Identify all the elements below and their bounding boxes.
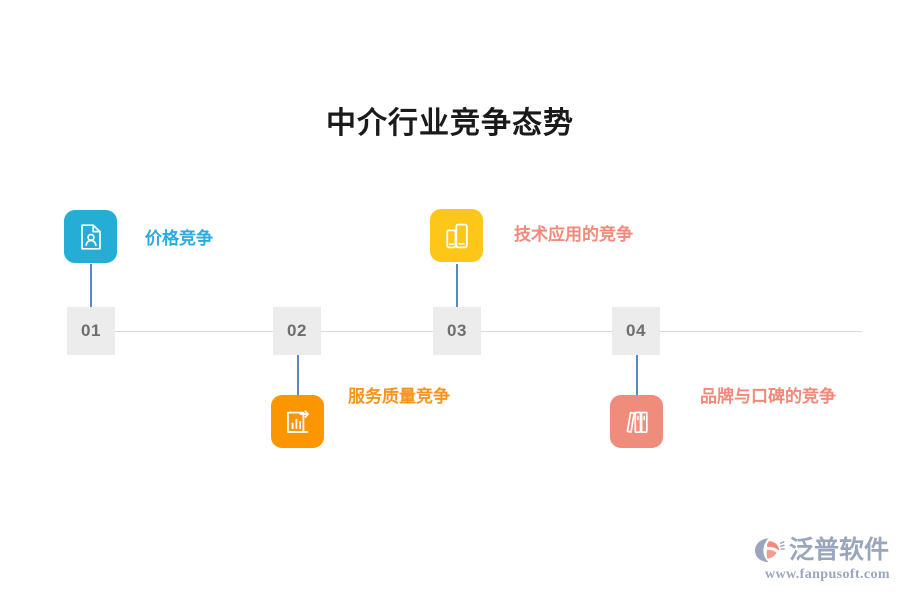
document-person-icon — [76, 222, 106, 252]
watermark-url: www.fanpusoft.com — [764, 567, 890, 582]
timeline-marker-04[interactable]: 04 — [612, 307, 660, 355]
connector-stem-02 — [297, 355, 299, 399]
icon-tile-04[interactable] — [610, 395, 663, 448]
fanpu-logo-icon — [752, 535, 786, 565]
page-title: 中介行业竞争态势 — [326, 107, 574, 140]
icon-tile-01[interactable] — [64, 210, 117, 263]
item-label-04: 品牌与口碑的竞争 — [700, 387, 836, 406]
watermark-row: 泛普软件 — [752, 534, 892, 566]
icon-tile-02[interactable] — [271, 395, 324, 448]
connector-stem-04 — [636, 355, 638, 399]
connector-stem-01 — [90, 264, 92, 308]
item-label-01: 价格竞争 — [145, 229, 213, 248]
timeline-marker-03[interactable]: 03 — [433, 307, 481, 355]
item-label-02: 服务质量竞争 — [348, 387, 450, 406]
devices-tablet-phone-icon — [442, 221, 472, 251]
bar-chart-growth-icon — [283, 407, 313, 437]
icon-tile-03[interactable] — [430, 209, 483, 262]
item-label-03: 技术应用的竞争 — [514, 225, 633, 244]
watermark-brand: 泛普软件 — [789, 536, 890, 564]
books-shelf-icon — [622, 407, 652, 437]
watermark-logo: 泛普软件 www.fanpusoft.com — [752, 534, 892, 590]
timeline-marker-02[interactable]: 02 — [273, 307, 321, 355]
connector-stem-03 — [456, 264, 458, 308]
timeline-marker-01[interactable]: 01 — [67, 307, 115, 355]
